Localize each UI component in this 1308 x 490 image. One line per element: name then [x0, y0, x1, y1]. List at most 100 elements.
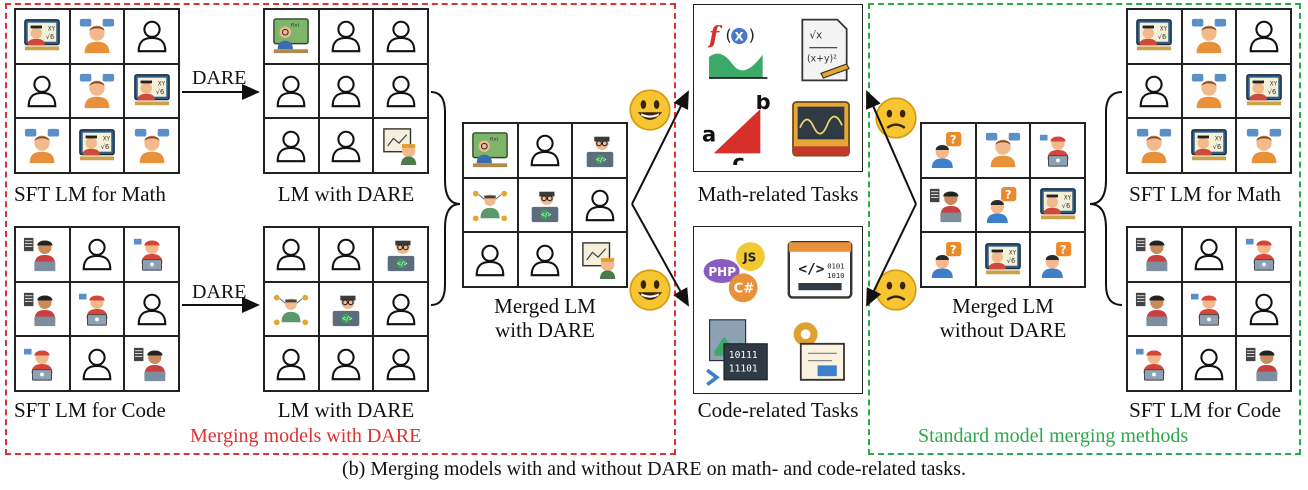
- grid-cell: [975, 177, 1031, 233]
- developer-icon: [272, 17, 310, 55]
- frown-emoji-icon: [874, 268, 918, 312]
- user-outline-icon: [78, 235, 116, 273]
- grid-cell: [1236, 9, 1291, 64]
- grid-cell: [124, 336, 179, 391]
- right-sft-math-grid: [1126, 8, 1292, 174]
- user-outline-icon: [1245, 290, 1283, 328]
- programmer-icon: [1135, 235, 1173, 273]
- grid-cell: [517, 232, 573, 287]
- triangle-icon: a b c: [702, 95, 771, 165]
- grid-cell: [264, 227, 319, 282]
- grid-cell: [1181, 9, 1237, 64]
- network-person-icon: [272, 290, 310, 328]
- grid-cell: [69, 281, 125, 337]
- grid-cell: [463, 123, 518, 178]
- grid-cell: [15, 9, 70, 64]
- grid-cell: [1236, 63, 1291, 119]
- grid-cell: [1181, 281, 1237, 337]
- user-outline-icon: [382, 290, 420, 328]
- merged-dare-grid: [462, 122, 628, 288]
- right-sft-math-label: SFT LM for Math: [1129, 182, 1281, 206]
- student-icon: [78, 72, 116, 110]
- student-icon: [23, 127, 61, 165]
- user-outline-icon: [272, 72, 310, 110]
- programmer-icon: [133, 235, 171, 273]
- programmer-icon: [23, 235, 61, 273]
- grid-cell: [318, 336, 374, 391]
- merged-dare-label-line1: Merged LM: [494, 294, 596, 318]
- grid-cell: [124, 281, 179, 337]
- svg-text:c: c: [732, 151, 744, 165]
- grid-cell: [373, 118, 428, 173]
- grid-cell: [69, 9, 125, 64]
- code-laptop-icon: [382, 235, 420, 273]
- grid-cell: [124, 227, 179, 282]
- code-laptop-icon: [327, 290, 365, 328]
- grid-cell: [1236, 227, 1291, 282]
- user-outline-icon: [471, 241, 509, 279]
- user-outline-icon: [526, 241, 564, 279]
- right-sft-code-label: SFT LM for Code: [1129, 398, 1281, 422]
- grid-cell: [1181, 118, 1237, 173]
- grid-cell: [1127, 118, 1182, 173]
- code-laptop-icon: [581, 131, 619, 169]
- grid-cell: [69, 63, 125, 119]
- bin3-text: 0101: [827, 262, 844, 271]
- grid-cell: [318, 118, 374, 173]
- dare-code-grid: [263, 226, 429, 392]
- grid-cell: [1236, 281, 1291, 337]
- grid-cell: [318, 281, 374, 337]
- grid-cell: [1030, 177, 1085, 233]
- user-outline-icon: [1190, 235, 1228, 273]
- grid-cell: [1127, 63, 1182, 119]
- merged-no-dare-grid: [920, 122, 1086, 288]
- grid-cell: [1030, 123, 1085, 178]
- board-teacher-icon: [382, 127, 420, 165]
- user-outline-icon: [327, 72, 365, 110]
- svg-text:X: X: [735, 30, 744, 44]
- grid-cell: [124, 9, 179, 64]
- student-icon: [984, 131, 1022, 169]
- sft-code-grid: [14, 226, 180, 392]
- grid-cell: [264, 281, 319, 337]
- programmer-icon: [23, 290, 61, 328]
- merged-dare-label: Merged LM with DARE: [462, 294, 628, 342]
- grid-cell: [373, 281, 428, 337]
- sft-code-label: SFT LM for Code: [14, 398, 166, 422]
- svg-text:(x+y)²: (x+y)²: [807, 54, 837, 65]
- cs-text: C#: [734, 282, 755, 297]
- grid-cell: [373, 63, 428, 119]
- user-outline-icon: [327, 17, 365, 55]
- merged-no-dare-label-line1: Merged LM: [952, 294, 1054, 318]
- grid-cell: [69, 227, 125, 282]
- grid-cell: [15, 63, 70, 119]
- grid-cell: [921, 177, 976, 233]
- student-icon: [1190, 17, 1228, 55]
- frown-emoji-icon: [874, 96, 918, 140]
- student-icon: [1135, 127, 1173, 165]
- programmer-icon: [1190, 290, 1228, 328]
- programmer-icon: [1245, 345, 1283, 383]
- grid-cell: [373, 9, 428, 64]
- function-graph-icon: f ( X ): [706, 21, 768, 81]
- question-person-icon: [929, 241, 967, 279]
- user-outline-icon: [327, 127, 365, 165]
- grid-cell: [517, 123, 573, 178]
- grid-cell: [572, 123, 627, 178]
- grid-cell: [264, 63, 319, 119]
- grid-cell: [318, 63, 374, 119]
- programmer-icon: [1039, 131, 1077, 169]
- js-text: JS: [742, 250, 756, 264]
- user-outline-icon: [272, 345, 310, 383]
- grid-cell: [1181, 63, 1237, 119]
- grid-cell: [15, 118, 70, 173]
- svg-text:a: a: [702, 123, 716, 147]
- grid-cell: [572, 232, 627, 287]
- board-teacher-icon: [581, 241, 619, 279]
- grid-cell: [463, 232, 518, 287]
- grid-cell: [1030, 232, 1085, 287]
- code-laptop-icon: [526, 186, 564, 224]
- grid-cell: [1236, 118, 1291, 173]
- user-outline-icon: [272, 127, 310, 165]
- bin1-text: 10111: [729, 350, 758, 361]
